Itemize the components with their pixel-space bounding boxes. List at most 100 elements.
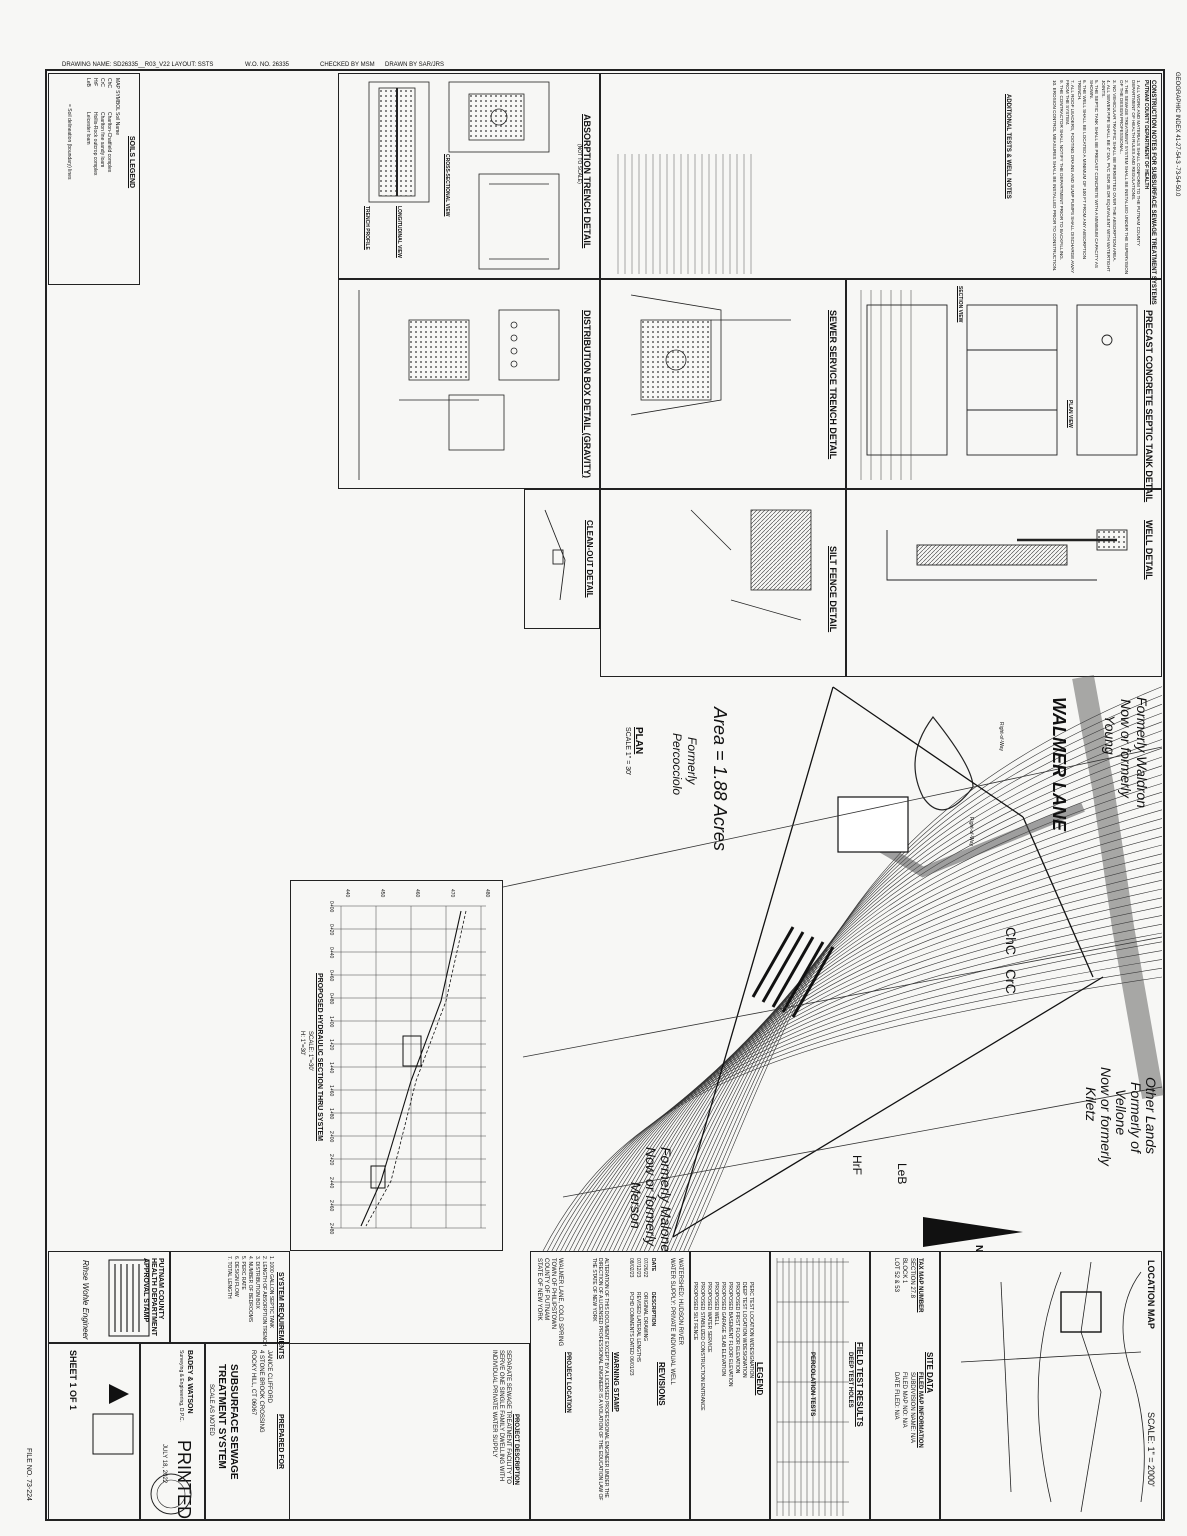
- project-description-line: SERVE ONE SINGLE FAMILY DWELLING WITH: [498, 1350, 504, 1482]
- adjoiner-waldron: Formerly Waldron: [1134, 697, 1150, 808]
- profile-station-label: 1+60: [328, 1085, 334, 1097]
- profile-station-label: 1+80: [328, 1108, 334, 1120]
- date-filed: DATE FILED: N/A: [893, 1372, 899, 1420]
- requirement-item: 5. PERC RATE: [240, 1256, 246, 1290]
- adjoiner-other-lands: Other Lands: [1143, 1077, 1159, 1155]
- project-location-line: STATE OF NEW YORK: [536, 1258, 542, 1321]
- system-requirements-panel: SYSTEM REQUIREMENTS 1. 1000 GALLON SEPTI…: [170, 1251, 290, 1359]
- soils-legend-title: SOILS LEGEND: [128, 136, 135, 189]
- drawn-by: DRAWN BY SAR/JRS: [385, 62, 445, 68]
- soil-row-name: Charlton fine sandy loam: [99, 112, 105, 168]
- soil-row-symbol: CrC: [99, 78, 105, 87]
- profile-station-label: 0+20: [328, 924, 334, 936]
- site-data-panel: SITE DATA TAX MAP NUMBER SECTION 27.8 BL…: [870, 1251, 940, 1521]
- soil-label-leb: LeB: [895, 1163, 909, 1185]
- adjoiner-other-lands: Kiletz: [1083, 1087, 1099, 1122]
- legend-item: PROPOSED WELL: [713, 1282, 719, 1326]
- drawing-name: DRAWING NAME: SD26335__R03_V22 LAYOUT: S…: [62, 62, 214, 68]
- contour-line: [573, 915, 1163, 1252]
- revision-description: ORIGINAL DRAWING: [642, 1292, 648, 1342]
- project-description-line: SEPARATE SEWAGE TREATMENT FACILITY TO: [505, 1350, 511, 1484]
- profile-elevation-label: 450: [379, 889, 385, 898]
- plan-scale: SCALE 1" = 30': [624, 727, 631, 776]
- silt-fence-drawing: [690, 509, 812, 621]
- contour-line: [591, 879, 1163, 1252]
- location-map-panel: LOCATION MAP SCALE: 1" = 2000': [940, 1251, 1162, 1521]
- contour-line: [687, 686, 1163, 1252]
- adjoiner-other-lands: Formerly of: [1128, 1082, 1144, 1153]
- hydraulic-profile-panel: PROPOSED HYDRAULIC SECTION THRU SYSTEM S…: [290, 880, 503, 1251]
- contour-line: [595, 871, 1163, 1252]
- contour-line: [599, 862, 1163, 1252]
- soil-row-name: Leicester loam: [85, 112, 91, 145]
- project-location-line: WALMER LANE, COLD SPRING: [557, 1258, 563, 1347]
- field-test-table: [776, 1258, 849, 1516]
- plan-title: PLAN: [633, 727, 644, 755]
- revision-date: 07/12/23: [635, 1258, 641, 1278]
- filed-map-number: FILED MAP NO: N/A: [901, 1372, 907, 1428]
- profile-station-label: 2+80: [328, 1223, 334, 1235]
- profile-scale-h: SCALE: 1"=30': [307, 1031, 313, 1071]
- trench-profile-label: TRENCH PROFILE: [364, 206, 370, 250]
- field-test-results-panel: FIELD TEST RESULTS DEEP TEST HOLES PERCO…: [770, 1251, 870, 1521]
- adjoiner-malone: Now or formerly: [643, 1147, 659, 1246]
- profile-elevation-label: 440: [344, 889, 350, 898]
- sewer-trench-drawing: [630, 294, 791, 416]
- contour-line: [657, 747, 1163, 1252]
- checked-by: CHECKED BY MSM: [320, 62, 375, 68]
- legend-item: PROPOSED WATER SERVICE: [706, 1282, 712, 1353]
- prepared-for-panel: PREPARED FOR JANICE CLIFFORD 4 STONE BRO…: [205, 1343, 290, 1521]
- hydraulic-profile-chart: [331, 905, 486, 1229]
- section-view-label: SECTION VIEW: [957, 286, 963, 323]
- project-location-title: PROJECT LOCATION: [565, 1352, 571, 1413]
- right-of-way-label: Right-of-Way: [998, 722, 1004, 751]
- project-location-line: COUNTY OF PUTNAM: [543, 1258, 549, 1321]
- revision-date: 07/26/22: [642, 1258, 648, 1278]
- profile-scale-v: H: 1"=30': [299, 1031, 305, 1056]
- site-plan-drawing: [502, 675, 1164, 1252]
- contour-line: [555, 950, 1163, 1252]
- adjoiner-waldron: Now or formerly: [1118, 699, 1134, 798]
- profile-station-label: 1+00: [328, 1016, 334, 1028]
- requirement-item: 2. LENGTH OF ABSORPTION TRENCH: [261, 1256, 267, 1347]
- soil-label-hrf: HrF: [850, 1155, 864, 1175]
- perc-tests-label: PERCOLATION TESTS: [809, 1352, 815, 1417]
- requirement-item: 7. TOTAL LENGTH: [226, 1256, 232, 1299]
- contour-line: [617, 827, 1163, 1252]
- adjoiner-other-lands: Vellone: [1113, 1089, 1129, 1136]
- legend-title: LEGEND: [755, 1362, 764, 1396]
- contour-line: [665, 730, 1163, 1252]
- well-drawing: [886, 529, 1128, 581]
- distribution-box-drawing: [358, 290, 560, 480]
- right-of-way-label: Right-of-Way: [968, 817, 974, 846]
- profile-elevation-label: 460: [414, 889, 420, 898]
- contour-line: [608, 844, 1163, 1252]
- revisions-panel: WATERSHED: HUDSON RIVER WATER SUPPLY: PR…: [530, 1251, 690, 1521]
- revisions-col-date: DATE: [650, 1258, 656, 1272]
- plan-view-label: PLAN VIEW: [1067, 400, 1073, 428]
- construction-notes-panel: CONSTRUCTION NOTES FOR SUBSURFACE SEWAGE…: [600, 73, 1162, 305]
- tax-block: BLOCK 1: [901, 1258, 907, 1284]
- site-plan: WALMER LANE Right-of-Way Right-of-Way Fo…: [502, 675, 1164, 1252]
- contour-line: [683, 695, 1163, 1252]
- adjoiner-malone: Merson: [628, 1182, 644, 1229]
- silt-fence-detail: SILT FENCE DETAIL: [600, 489, 846, 677]
- legend-item: DEEP TEST LOCATION W/DESIGNATION: [741, 1282, 747, 1378]
- revision-description: REVISED LATERAL LENGTHS: [635, 1292, 641, 1363]
- contour-line: [613, 835, 1163, 1252]
- contour-line: [679, 703, 1163, 1252]
- adjoiner-waldron: Young: [1102, 715, 1118, 755]
- legend-item: PROPOSED STABILIZED CONSTRUCTION ENTRANC…: [699, 1282, 705, 1411]
- filed-map-label: FILED MAP INFORMATION: [917, 1372, 923, 1448]
- sewer-trench-detail: SEWER SERVICE TRENCH DETAIL: [600, 279, 846, 489]
- sheet-number-panel: SHEET 1 OF 1: [48, 1343, 140, 1521]
- contour-line: [547, 967, 1163, 1252]
- client-line: JANICE CLIFFORD: [266, 1350, 272, 1404]
- legend-item: PROPOSED SILT FENCE: [692, 1282, 698, 1341]
- soil-label-crc: CrC: [1003, 969, 1019, 994]
- warning-stamp-title: WARNING STAMP: [612, 1352, 619, 1412]
- revision-date: 08/02/23: [628, 1258, 634, 1278]
- tax-map-label: TAX MAP NUMBER: [917, 1258, 923, 1313]
- profile-title: PROPOSED HYDRAULIC SECTION THRU SYSTEM: [316, 973, 323, 1142]
